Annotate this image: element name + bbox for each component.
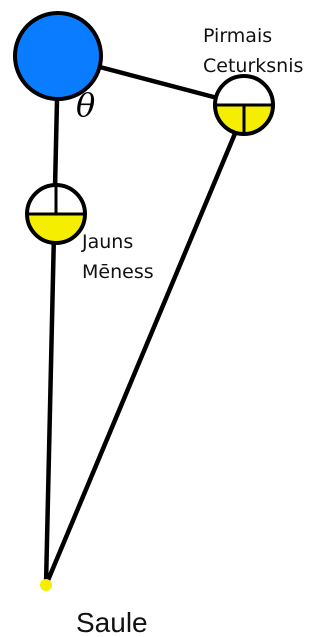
quarter-moon-to-sun-line bbox=[46, 112, 244, 585]
sun-dot bbox=[40, 579, 52, 591]
earth-to-sun-line bbox=[46, 56, 58, 585]
first-quarter-moon bbox=[215, 76, 273, 134]
new-moon-label-line2: Mēness bbox=[82, 261, 154, 283]
sun-label: Saule bbox=[76, 607, 148, 637]
new-moon-lit-half bbox=[27, 214, 85, 243]
new-moon-label-line1: Jauns bbox=[81, 231, 133, 253]
first-quarter-label-line1: Pirmais bbox=[203, 25, 272, 47]
first-quarter-moon-dark-half bbox=[215, 76, 273, 105]
new-moon bbox=[27, 185, 85, 243]
angle-theta-label: θ bbox=[76, 86, 95, 124]
first-quarter-label-line2: Ceturksnis bbox=[203, 55, 303, 77]
